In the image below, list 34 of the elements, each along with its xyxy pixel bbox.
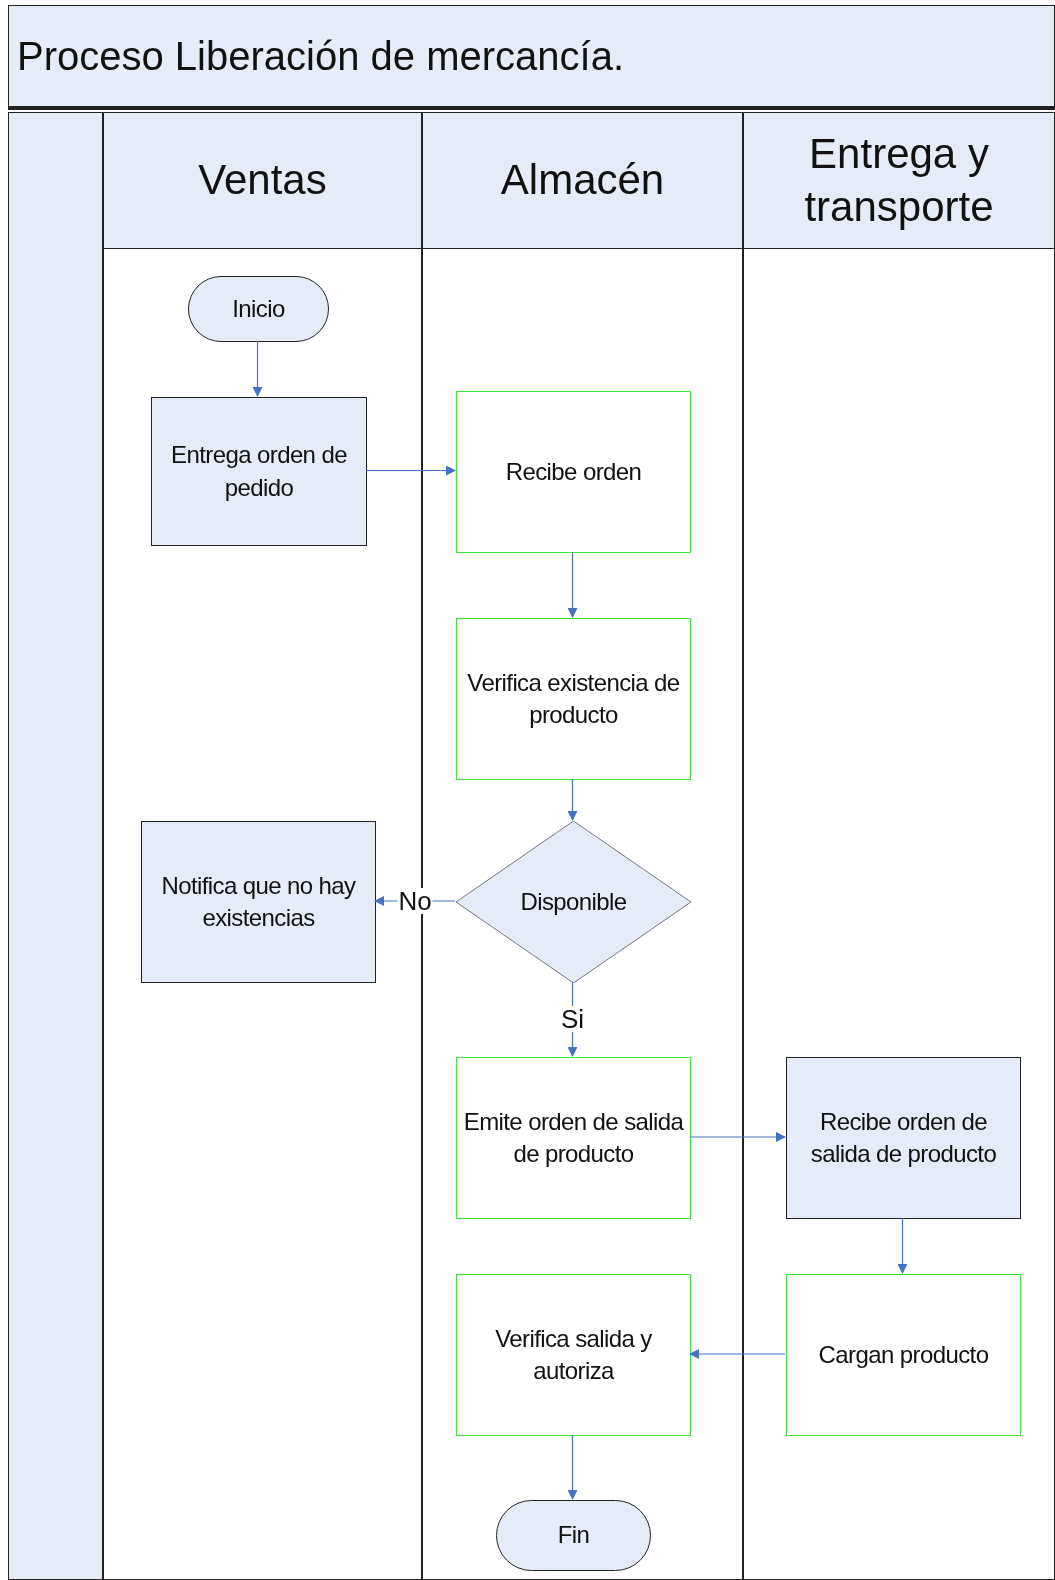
process-box	[786, 1274, 1021, 1436]
edge-label: No	[397, 888, 433, 914]
node-label: Disponible	[519, 886, 628, 917]
node-label: Verifica salida y autoriza	[494, 1323, 653, 1386]
node-label: Fin	[556, 1520, 591, 1551]
lane-title: Ventas	[197, 155, 328, 206]
node-label: Cargan producto	[817, 1339, 990, 1370]
edge-label: Si	[559, 1006, 586, 1032]
process-box	[456, 391, 691, 553]
arrow	[689, 1349, 786, 1359]
node-label: Recibe orden	[504, 456, 643, 487]
arrow	[567, 1434, 578, 1500]
arrow	[567, 551, 578, 618]
lane-title: Almacén	[499, 155, 666, 206]
title: Proceso Liberación de mercancía.	[17, 33, 624, 80]
node-label: Emite orden de salida de producto	[462, 1106, 685, 1169]
swimlane	[743, 112, 1055, 1580]
process-box	[456, 618, 691, 780]
arrow	[689, 1132, 786, 1142]
process-box	[141, 821, 376, 983]
arrow	[567, 778, 578, 821]
lane-title: Entrega y transporte	[803, 129, 995, 232]
node-label: Verifica existencia de producto	[466, 667, 681, 730]
node-label: Inicio	[231, 293, 286, 324]
arrow	[365, 465, 456, 476]
node-label: Entrega orden de pedido	[170, 440, 348, 503]
node-label: Notifica que no hay existencias	[160, 870, 357, 933]
arrow	[252, 340, 263, 397]
arrow	[897, 1217, 908, 1274]
process-box	[786, 1057, 1021, 1219]
process-box	[151, 397, 367, 546]
process-box	[456, 1057, 691, 1219]
process-box	[456, 1274, 691, 1436]
node-label: Recibe orden de salida de producto	[809, 1106, 998, 1169]
